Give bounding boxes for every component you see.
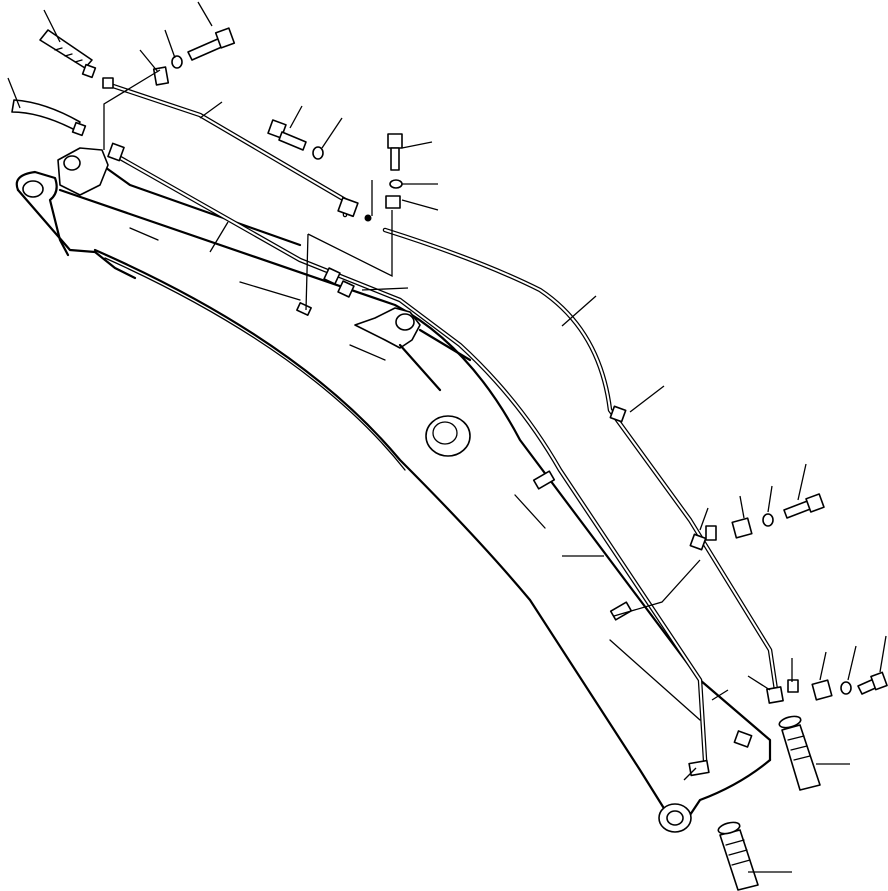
hose-bottom-right <box>778 715 821 791</box>
boom-marking-1 <box>129 227 159 241</box>
cylinder-boss-inner <box>432 421 458 445</box>
clamp-pipe-5 <box>532 470 556 490</box>
clamp-pipe-11 <box>766 686 784 704</box>
block-vertical <box>385 195 401 209</box>
knee-bracket-leg <box>398 343 442 392</box>
knee-bracket-hole <box>395 313 415 331</box>
bolt-mid <box>267 119 307 151</box>
boom-left-end <box>15 170 70 257</box>
bolt-vertical <box>387 133 403 171</box>
boom-arm-pin-hole <box>666 810 684 826</box>
foot-bracket-hole <box>63 155 81 171</box>
boom-marking-2 <box>239 281 301 301</box>
bolt-right-1 <box>783 493 825 519</box>
foot-bracket <box>57 147 109 196</box>
boom-left-lower <box>16 188 137 280</box>
cylinder-boss <box>425 415 471 457</box>
boom-bottom-edge <box>93 248 667 812</box>
clamp-pipe-1 <box>107 142 125 162</box>
clamp-right-1 <box>705 525 717 541</box>
block-right-1 <box>731 517 753 539</box>
clamp-pipe-10 <box>688 759 710 777</box>
washer-vertical <box>389 179 403 189</box>
clamp-pipe-2 <box>323 267 341 285</box>
knee-bracket-leg-2 <box>418 328 472 362</box>
clamp-pipe-3 <box>337 280 355 298</box>
leader-lines <box>7 1 887 873</box>
hose-bottom <box>717 821 759 891</box>
block-right-2 <box>811 679 833 701</box>
washer-mid <box>312 146 324 160</box>
clamp-small <box>102 77 114 89</box>
hydraulic-pipe-lower <box>112 152 708 763</box>
washer <box>171 55 183 69</box>
clamp-pipe-9 <box>733 730 753 748</box>
boom <box>15 147 772 833</box>
boom-right-edge <box>688 758 772 817</box>
boom-marking-5 <box>609 639 701 721</box>
hydraulic-pipe-upper <box>107 82 779 693</box>
hose-left <box>11 99 87 137</box>
clamp-pipe-4 <box>296 302 312 316</box>
hose-top-left <box>39 29 97 79</box>
clamp-right-2 <box>787 679 799 693</box>
clamp-pipe-8 <box>609 601 633 621</box>
boom-bottom-contour <box>104 257 406 471</box>
boom-foot-pin-hole <box>22 180 44 198</box>
bolt-right-2 <box>857 671 888 695</box>
clamp-pipe-7 <box>689 533 707 551</box>
clamp-pipe-6 <box>609 405 627 423</box>
washer-right-1 <box>762 513 774 527</box>
boom-marking-3 <box>349 344 386 361</box>
washer-right-2 <box>840 681 852 695</box>
bolt <box>187 27 236 61</box>
clamp-mid <box>337 196 359 218</box>
pin-small <box>364 214 372 222</box>
boom-marking-4 <box>514 494 546 529</box>
